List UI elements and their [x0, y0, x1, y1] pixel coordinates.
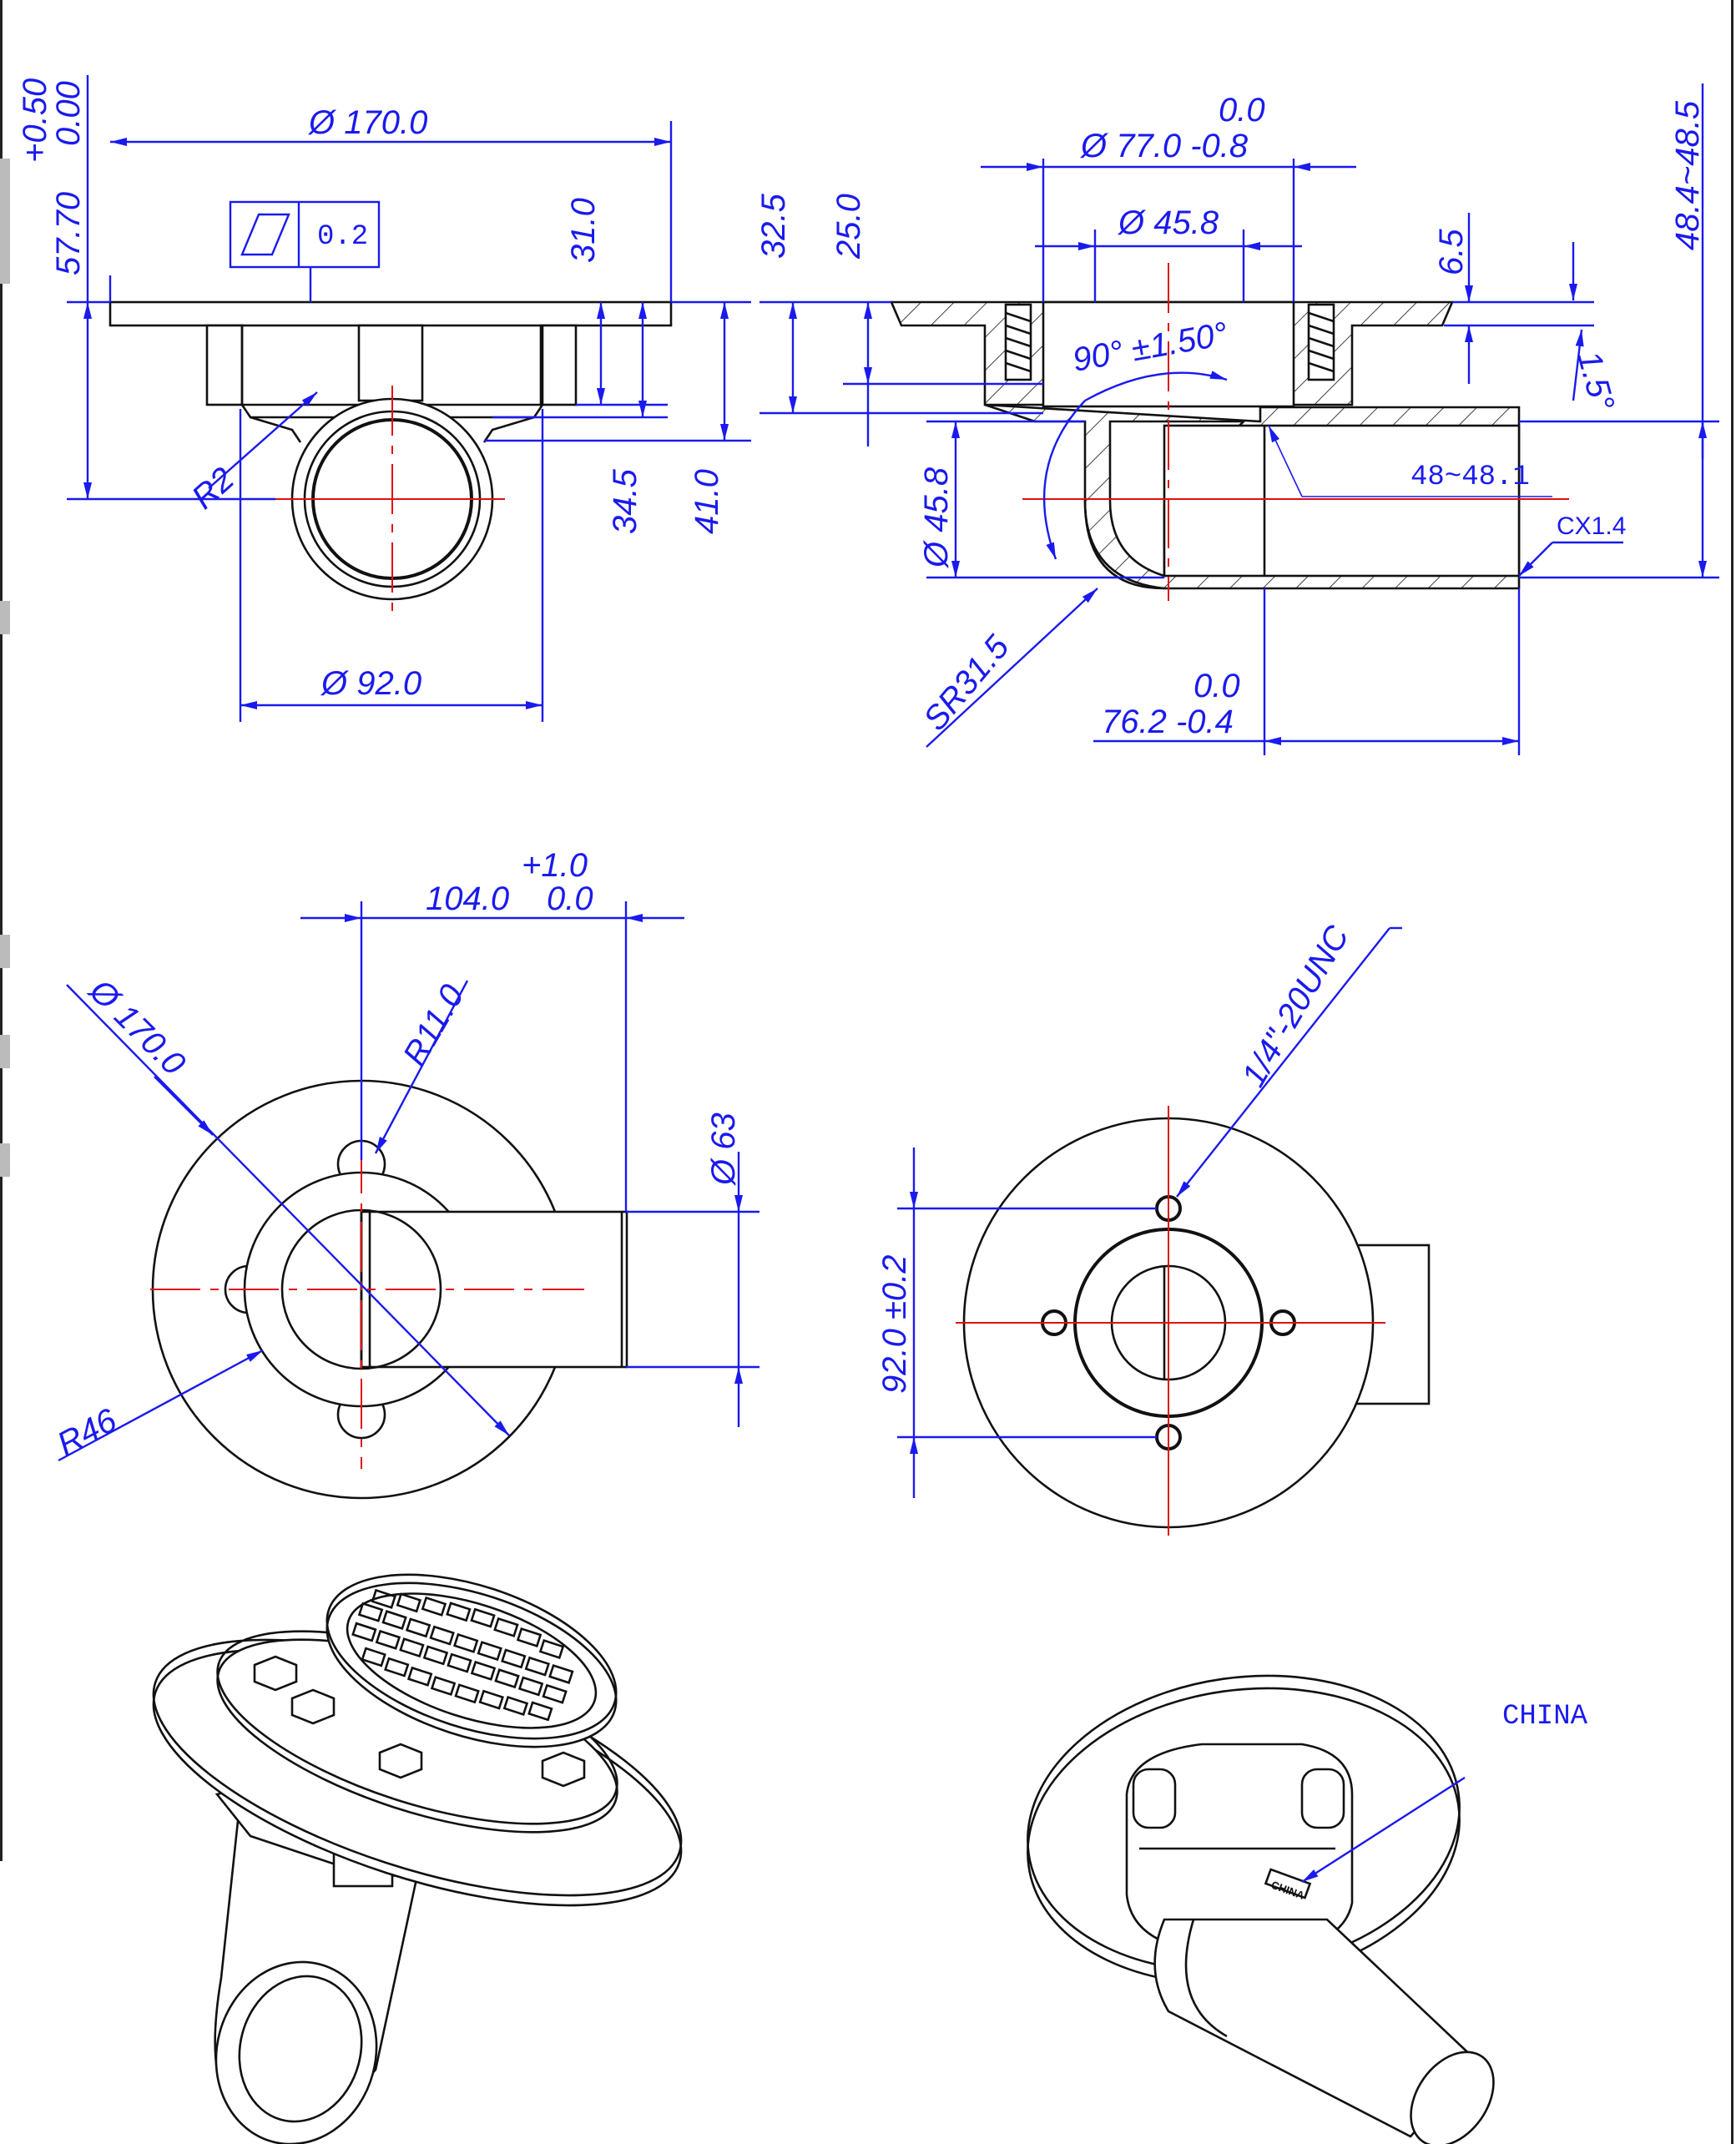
body-wing-left [250, 416, 302, 443]
flange-plate [108, 300, 673, 327]
dim-dia-63: Ø 63 [705, 1112, 742, 1187]
iso2-badge [1264, 1868, 1312, 1899]
flatness-value: 0.2 [317, 221, 368, 253]
frame-left-mark [0, 935, 10, 968]
front-view: Ø 170.0 +0.50 0.00 57.70 0.2 31.0 34.5 4… [17, 75, 751, 722]
dim-76-upper: 0.0 [1194, 668, 1240, 704]
china-marking-label: CHINA [1502, 1701, 1588, 1733]
dim-6-5: 6.5 [1433, 229, 1470, 275]
iso2-boss [1132, 1768, 1177, 1829]
top-view: +1.0 104.0 0.0 Ø 170.0 R11.0 Ø 63 R46 [52, 847, 760, 1500]
angle-arc [1042, 400, 1086, 560]
iso-pipe-end-inner [238, 1975, 363, 2123]
dim-flange-dia: Ø 170.0 [307, 104, 427, 141]
dim-dia-45-8-side: Ø 45.8 [918, 467, 955, 569]
dim-dia-92: Ø 92.0 [320, 665, 421, 702]
dim-dia-77: Ø 77.0 -0.8 [1079, 128, 1249, 164]
dim-r2: R2 [185, 461, 241, 517]
dim-104-lower: 0.0 [547, 880, 593, 917]
dim-31: 31.0 [565, 198, 602, 263]
dim-104: 104.0 [426, 880, 509, 917]
iso2-boss [1300, 1768, 1345, 1829]
frame-left-border [0, 0, 3, 1861]
dim-r11: R11.0 [396, 979, 472, 1072]
thread-left [1005, 311, 1032, 373]
iso-pipe-end-outer [214, 1960, 378, 2144]
dim-dia-170: Ø 170.0 [81, 971, 192, 1082]
iso2-pipe-end [1410, 2051, 1495, 2144]
frame-left-mark [0, 1035, 10, 1068]
iso-bolt [541, 1751, 586, 1788]
dim-76: 76.2 -0.4 [1102, 704, 1234, 740]
flatness-icon [240, 213, 290, 256]
bottom-view: 92.0 ±0.2 1/4"-20UNC [876, 919, 1431, 1536]
iso-bolt [378, 1743, 423, 1779]
bore-label: 48~48.1 [1410, 462, 1530, 493]
iso-bolt [290, 1688, 336, 1725]
body-wing-right [482, 416, 535, 443]
outlet-bore [1163, 424, 1521, 578]
elbow-curve [1083, 500, 1165, 590]
iso-view-bottom: CHINA CHINA [1027, 1674, 1588, 2144]
dim-25: 25.0 [830, 194, 867, 260]
dim-32-5: 32.5 [755, 193, 792, 259]
dim-tol-lower: 0.00 [50, 81, 87, 146]
boss-center [357, 324, 424, 402]
dim-bolt-circle: 92.0 ±0.2 [876, 1254, 913, 1394]
dim-77-upper: 0.0 [1219, 92, 1265, 129]
boss-right [539, 324, 578, 406]
dim-41: 41.0 [689, 469, 725, 534]
dim-line [66, 984, 510, 1436]
dim-104-upper: +1.0 [522, 847, 588, 884]
dim-48-range: 48.4~48.5 [1669, 100, 1706, 250]
flatness-frame [229, 200, 381, 269]
iso-bolt [253, 1655, 298, 1692]
frame-right-border [1731, 0, 1733, 2144]
dim-r46: R46 [52, 1401, 124, 1463]
frame-left-mark [0, 601, 10, 634]
dim-34-5: 34.5 [607, 468, 643, 534]
iso-grate-slots [351, 1588, 574, 1722]
dim-thread: 1/4"-20UNC [1235, 919, 1357, 1093]
chamfer-label: CX1.4 [1557, 512, 1626, 540]
iso-view-top [152, 1573, 683, 2144]
frame-left-mark [0, 159, 10, 284]
iso-grate-face [346, 1592, 598, 1729]
dim-tol-upper: +0.50 [17, 78, 53, 163]
section-view: 0.0 Ø 77.0 -0.8 Ø 45.8 32.5 25.0 6.5 1.5… [755, 83, 1719, 755]
dim-dia-45-8-top: Ø 45.8 [1117, 204, 1219, 241]
frame-left-mark [0, 1143, 10, 1177]
boss-left [205, 324, 244, 406]
dim-height-total: 57.70 [50, 192, 87, 275]
thread-right [1308, 311, 1335, 373]
dim-angle-1-5: 1.5° [1570, 347, 1621, 415]
dim-sr31-5: SR31.5 [916, 628, 1017, 738]
